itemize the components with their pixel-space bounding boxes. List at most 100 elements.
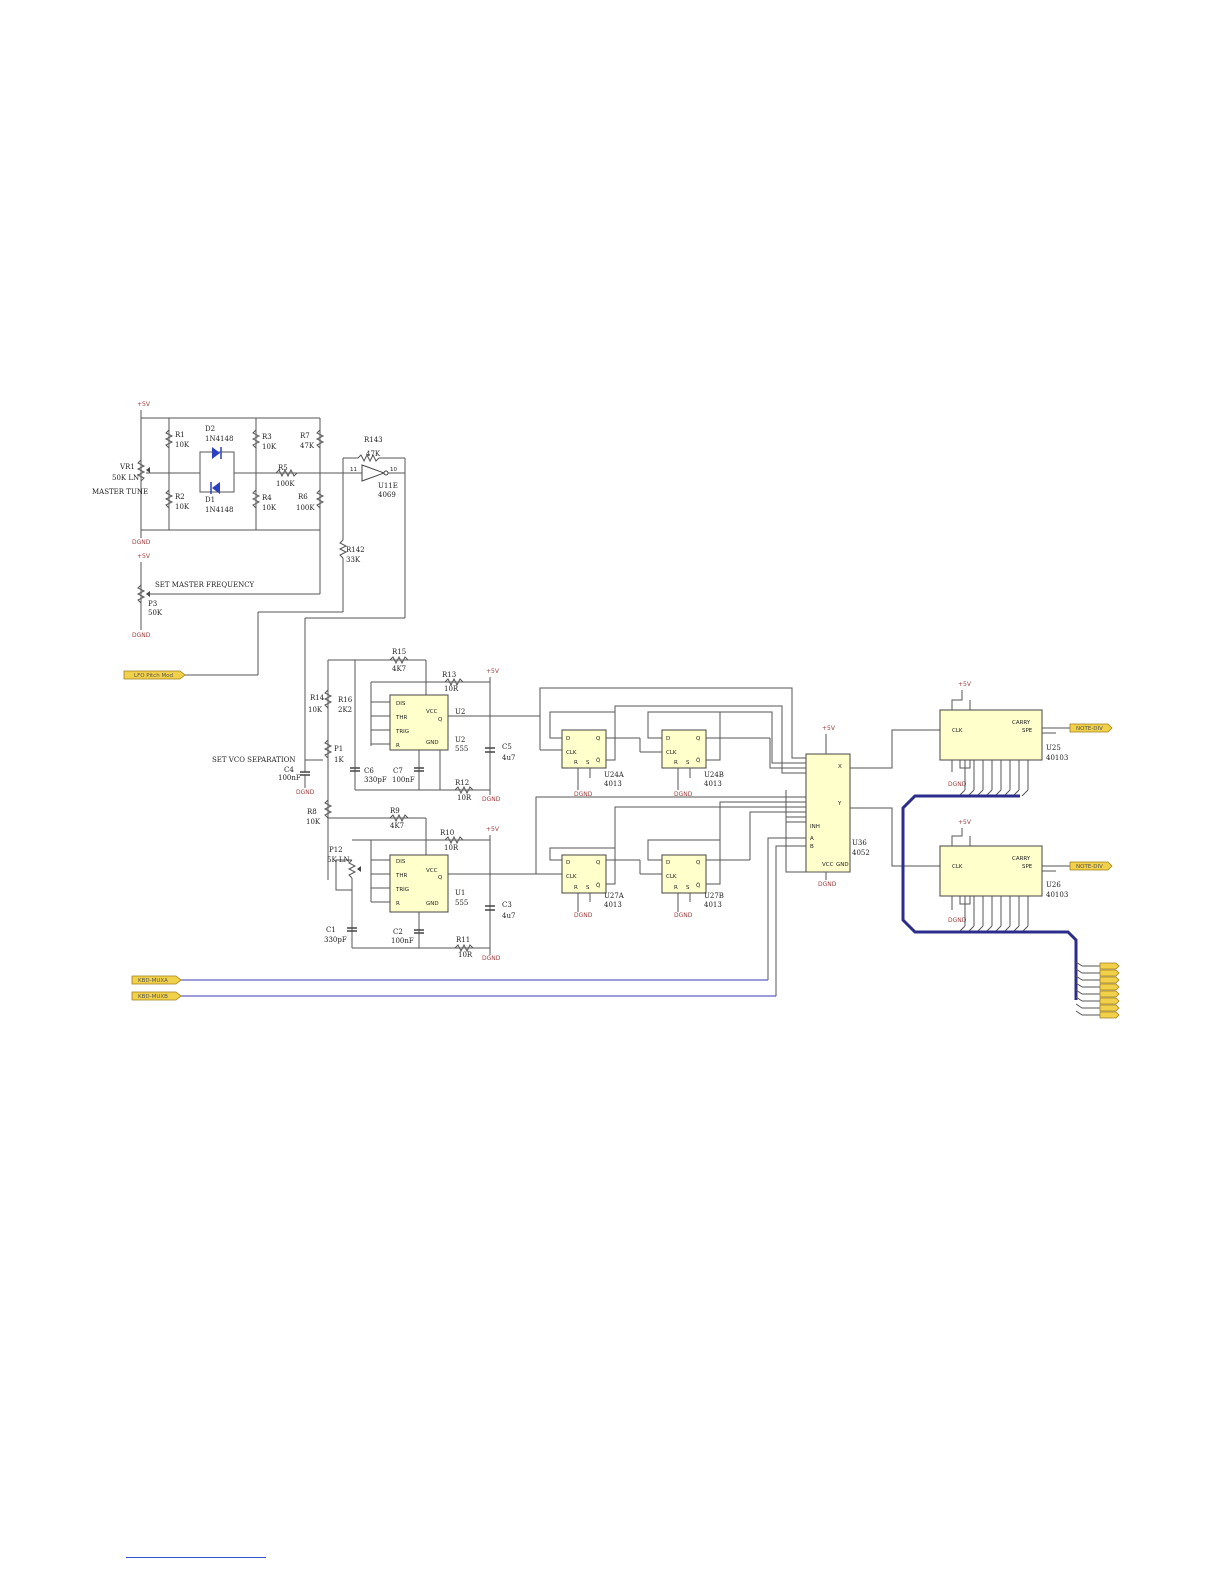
r5-ref: R5 [278, 464, 288, 472]
u1-pin-vcc: VCC [426, 868, 438, 874]
u2-pin-r: R [396, 743, 400, 749]
bus-output-entry [1075, 982, 1083, 988]
d1-diode-symbol [212, 482, 220, 494]
bus-output-entry [1075, 1010, 1083, 1016]
u27a-flipflop [561, 854, 607, 894]
bus-output-port [1099, 976, 1120, 984]
p12-wiper-arrow [357, 866, 361, 872]
u24b-flipflop [661, 729, 707, 769]
u11e-pin-out: 10 [390, 467, 397, 473]
c7-value: 100nF [392, 776, 415, 784]
c6-value: 330pF [364, 776, 387, 784]
c6-ref: C6 [364, 767, 374, 775]
bus-output-port [1099, 990, 1120, 998]
u25-pin-carry: CARRY [1012, 720, 1031, 726]
p3-value: 50K [148, 609, 163, 617]
r3-value: 10K [262, 443, 277, 451]
r11-ref: R11 [456, 936, 470, 944]
r142-ref: R142 [346, 546, 365, 554]
vplus-label-5: +5V [822, 725, 836, 732]
vplus-label: +5V [137, 401, 151, 408]
u36-value: 4052 [852, 849, 870, 857]
u24b-pin-d: D [666, 736, 670, 742]
u1-pin-trig: TRIG [395, 887, 409, 893]
u25-40103-counter [939, 709, 1043, 761]
vco-section: SET VCO SEPARATION R14 10K R16 2K2 P1 1K… [212, 648, 540, 962]
u25-value: 40103 [1046, 754, 1068, 762]
u27a-pin-qn: Q̄ [596, 882, 601, 889]
u25-ref: U25 [1046, 744, 1061, 752]
bus-output-entry [1075, 968, 1083, 974]
u26-pin-spe: SPE [1022, 864, 1033, 870]
u11e-value: 4069 [378, 491, 396, 499]
u11e-ref: U11E [378, 482, 398, 490]
u25-bus-entries [958, 760, 1029, 797]
mux-pin-b: B [810, 844, 814, 850]
d2-ref: D2 [205, 425, 215, 433]
r9-value: 4K7 [390, 822, 404, 830]
u27a-pin-r: R [574, 885, 578, 891]
lfo-pitch-mod-port: LFO Pitch Mod [123, 670, 186, 680]
vr1-wiper-arrow [146, 467, 150, 473]
r1-ref: R1 [175, 431, 185, 439]
u27b-pin-qn: Q̄ [696, 882, 701, 889]
bus-output-port [1099, 997, 1120, 1005]
c5-ref: C5 [502, 743, 512, 751]
u2-ref-label: U2 [455, 736, 465, 744]
bus-output-port [1099, 983, 1120, 991]
dgnd-label-5: DGND [482, 955, 501, 962]
p12-value: 5K LN [327, 856, 350, 864]
u2-pin-q: Q [438, 717, 443, 723]
vplus-label-7: +5V [958, 819, 972, 826]
u26-value: 40103 [1046, 891, 1068, 899]
u1-value: 555 [455, 899, 468, 907]
u2-pin-thr: THR [395, 715, 407, 721]
flipflop-section: D CLK Q Q̄ R S U24A 4013 DGND D CLK Q Q̄… [539, 711, 770, 919]
u24b-pin-qn: Q̄ [696, 757, 701, 764]
u26-ref: U26 [1046, 881, 1061, 889]
r1-value: 10K [175, 441, 190, 449]
mux-pin-vcc: VCC [822, 862, 834, 868]
u1-pin-r: R [396, 901, 400, 907]
mux-pin-a: A [810, 836, 814, 842]
note-div-a-label: NOTE-DIV [1076, 726, 1103, 732]
u27a-value: 4013 [604, 901, 622, 909]
u24b-pin-r: R [674, 760, 678, 766]
r142-value: 33K [346, 556, 361, 564]
vplus-label-6: +5V [958, 681, 972, 688]
r4-value: 10K [262, 504, 277, 512]
p1-value: 1K [334, 756, 344, 764]
r7-ref: R7 [300, 432, 310, 440]
u26-pin-clk: CLK [952, 864, 963, 870]
r15-ref: R15 [392, 648, 406, 656]
u26-40103-counter [939, 845, 1043, 897]
r3-ref: R3 [262, 433, 272, 441]
mux-pin-x: X [838, 764, 842, 770]
u24a-pin-d: D [566, 736, 570, 742]
bus-output-entry [1075, 975, 1083, 981]
r12-value: 10R [457, 794, 472, 802]
u27b-pin-d: D [666, 860, 670, 866]
c5-value: 4u7 [502, 754, 515, 762]
footer-link-line[interactable] [126, 1557, 266, 1558]
u27a-pin-q: Q [596, 860, 601, 866]
u24a-value: 4013 [604, 780, 622, 788]
u27b-pin-q: Q [696, 860, 701, 866]
u2-pin-trig: TRIG [395, 729, 409, 735]
r14-ref: R14 [310, 694, 325, 702]
r10-value: 10R [444, 844, 459, 852]
c7-ref: C7 [393, 767, 403, 775]
mux-section: X Y INH A B VCC GND U36 4052 +5V DGND [535, 687, 940, 996]
u1-pin-dis: DIS [396, 859, 406, 865]
kbd-mux-a-label: KBD-MUXA [138, 978, 168, 984]
u27a-pin-clk: CLK [566, 874, 577, 880]
p3-ref: P3 [148, 600, 157, 608]
bus-output-entry [1075, 996, 1083, 1002]
c1-value: 330pF [324, 936, 347, 944]
u2-pin-dis: DIS [396, 701, 406, 707]
set-vco-separation-label: SET VCO SEPARATION [212, 756, 295, 764]
bus-entry-diagonal [1021, 789, 1029, 797]
bus-output-ports [1075, 961, 1120, 1019]
